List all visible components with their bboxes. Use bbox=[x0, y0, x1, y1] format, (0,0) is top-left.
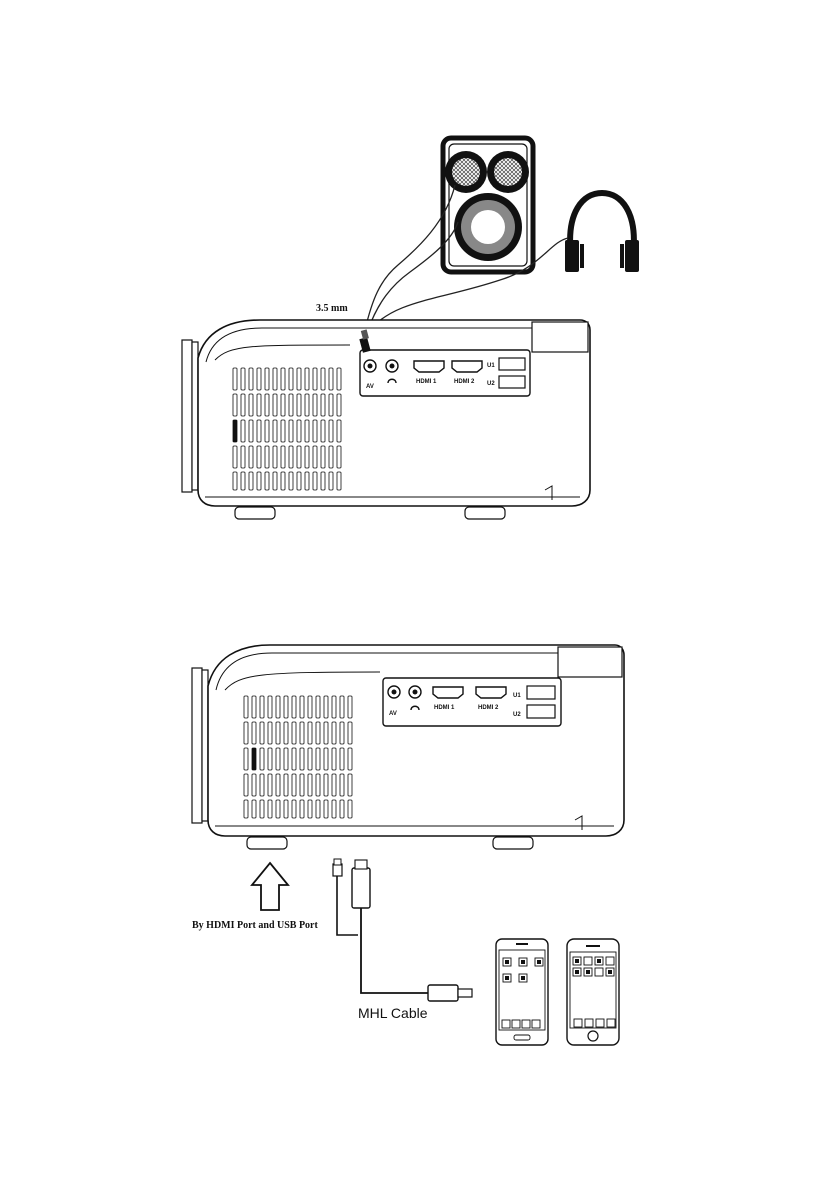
hdmi1-label: HDMI 1 bbox=[416, 379, 437, 385]
mhl-cable bbox=[333, 859, 472, 1001]
arrow-up-icon bbox=[252, 863, 288, 910]
figure-2-mhl-connection: AV HDMI 1 HDMI 2 U1 U2 By HDMI Port and … bbox=[192, 645, 624, 1045]
usb2-port bbox=[527, 705, 555, 718]
cable-size-label: 3.5 mm bbox=[316, 303, 348, 314]
av-label: AV bbox=[366, 384, 374, 390]
figure-1-audio-output: 3.5 mm bbox=[182, 138, 639, 519]
usb2-port bbox=[499, 376, 525, 388]
phone-icon bbox=[567, 939, 619, 1045]
hdmi2-label: HDMI 2 bbox=[478, 705, 499, 711]
port-panel bbox=[383, 678, 561, 726]
hdmi2-port bbox=[476, 687, 506, 698]
port-panel bbox=[360, 350, 530, 396]
u1-label: U1 bbox=[487, 363, 495, 369]
u2-label: U2 bbox=[487, 381, 495, 387]
mhl-cable-label: MHL Cable bbox=[358, 1005, 428, 1021]
hdmi1-port bbox=[414, 361, 444, 372]
headphones-icon bbox=[565, 193, 639, 272]
speaker-icon bbox=[443, 138, 533, 272]
projector-icon: AV HDMI 1 HDMI 2 U1 U2 bbox=[192, 645, 624, 849]
usb1-port bbox=[499, 358, 525, 370]
arrow-caption: By HDMI Port and USB Port bbox=[192, 920, 319, 931]
usb1-port bbox=[527, 686, 555, 699]
hdmi1-label: HDMI 1 bbox=[434, 705, 455, 711]
hdmi1-port bbox=[433, 687, 463, 698]
hdmi2-port bbox=[452, 361, 482, 372]
av-label: AV bbox=[389, 711, 397, 717]
u1-label: U1 bbox=[513, 693, 521, 699]
projector-icon: AV HDMI 1 HDMI 2 U1 U2 bbox=[182, 320, 590, 519]
u2-label: U2 bbox=[513, 712, 521, 718]
phone-icon bbox=[496, 939, 548, 1045]
hdmi2-label: HDMI 2 bbox=[454, 379, 475, 385]
